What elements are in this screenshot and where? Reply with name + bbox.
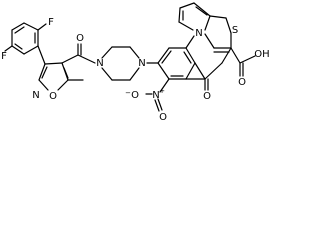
bond <box>204 33 215 49</box>
atom-label-n: N <box>138 58 145 69</box>
atom-label-o: O <box>159 112 167 123</box>
bond <box>14 26 25 34</box>
bond <box>37 45 46 65</box>
bond <box>178 21 194 31</box>
atom-label-o: O <box>49 91 57 102</box>
bond <box>129 67 140 81</box>
bond <box>14 43 23 50</box>
bond <box>11 22 25 31</box>
bond <box>154 99 160 112</box>
bond <box>239 55 256 64</box>
bond <box>179 2 195 9</box>
atom-labels: F F N O O N N N + O − O N S O O OH <box>1 17 270 123</box>
bond <box>178 7 181 23</box>
atom-label-n: N <box>96 58 103 69</box>
bond <box>157 62 170 80</box>
atom-label-o: O <box>203 91 211 102</box>
bond <box>204 62 223 80</box>
atom-label-o: O <box>131 90 139 101</box>
bond <box>44 62 63 65</box>
bond <box>129 46 140 59</box>
atom-label-oh: OH <box>254 49 269 60</box>
bond <box>101 67 113 81</box>
bond <box>41 66 48 79</box>
atom-label-n: N <box>152 90 159 101</box>
bonds <box>4 2 256 112</box>
bond <box>23 22 39 31</box>
bond <box>194 62 206 80</box>
bond <box>157 98 163 111</box>
bond <box>185 47 196 64</box>
atom-charge-plus: + <box>159 87 165 95</box>
bond <box>4 45 13 52</box>
bond <box>101 46 113 59</box>
atom-label-f: F <box>48 17 54 28</box>
bond <box>221 47 232 64</box>
bond <box>195 6 208 16</box>
atom-label-n: N <box>195 28 202 39</box>
bond <box>159 78 170 93</box>
bond <box>57 79 69 91</box>
bond <box>23 45 39 55</box>
bond <box>38 79 49 91</box>
bond <box>161 50 172 64</box>
bond <box>209 15 227 19</box>
bond <box>185 35 195 49</box>
bond <box>193 2 211 17</box>
bond <box>63 67 69 79</box>
atom-label-n: N <box>32 90 39 101</box>
atom-label-o: O <box>76 33 84 44</box>
atom-label-s: S <box>232 25 238 36</box>
atom-charge-minus: − <box>125 89 131 97</box>
bond <box>38 63 46 81</box>
bond <box>11 45 25 55</box>
structure-canvas: F F N O O N N N + O − O N S O O OH <box>1 2 270 123</box>
bond <box>157 47 170 64</box>
atom-label-o: O <box>238 77 246 88</box>
bond <box>225 17 232 34</box>
bond <box>61 54 79 64</box>
bond <box>37 23 47 31</box>
chemical-structure-diagram: F F N O O N N N + O − O N S O O OH <box>1 2 270 123</box>
bond <box>185 62 196 80</box>
atom-label-f: F <box>1 51 7 62</box>
bond <box>77 54 96 64</box>
bond <box>230 47 241 64</box>
bond <box>183 51 192 64</box>
bond <box>204 15 211 31</box>
